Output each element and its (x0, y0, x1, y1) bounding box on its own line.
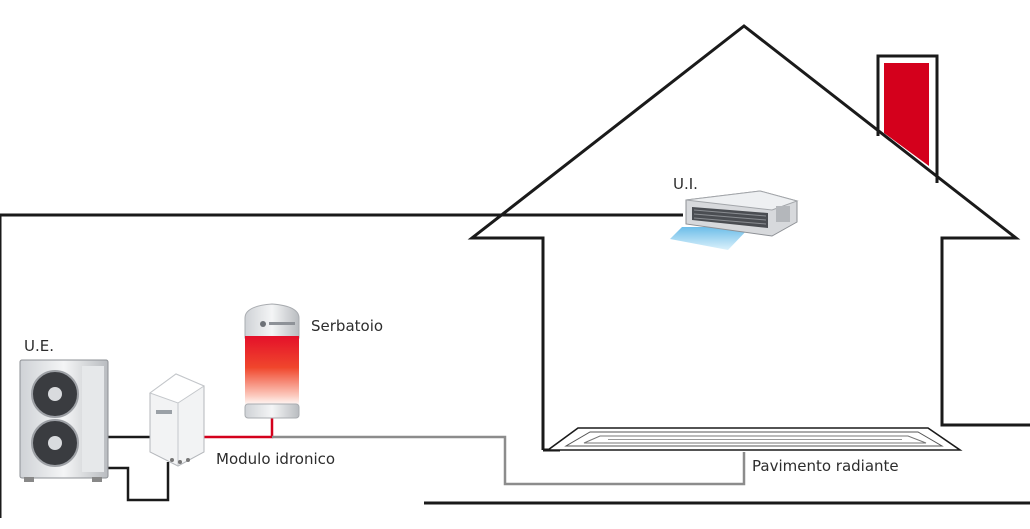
storage-tank-image (244, 303, 300, 419)
water-circuit-pipe (272, 435, 746, 486)
hydronic-module-image (148, 373, 206, 467)
floor-heating-coil (545, 427, 963, 451)
tank-label: Serbatoio (311, 317, 384, 335)
hydronic-module-label: Modulo idronico (216, 450, 336, 468)
indoor-unit-label: U.I. (673, 175, 698, 193)
indoor-unit-image (670, 190, 799, 250)
outdoor-unit-image (19, 359, 109, 482)
house-roof-and-walls (424, 24, 1030, 505)
house-outline (0, 213, 494, 518)
refrigerant-pipe-bottom (106, 462, 170, 502)
hot-water-pipe (202, 418, 274, 439)
floor-heating-label: Pavimento radiante (752, 457, 899, 475)
chimney-fill (884, 63, 929, 166)
outdoor-unit-label: U.E. (24, 337, 54, 355)
chimney-outline (876, 54, 939, 183)
